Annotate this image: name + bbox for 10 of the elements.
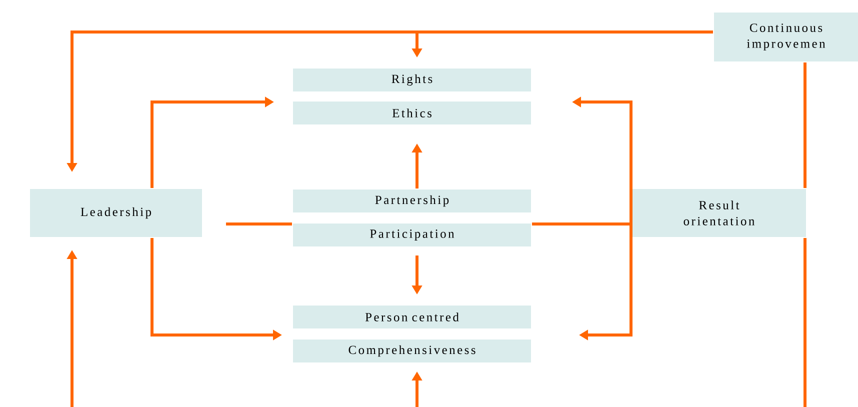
concept-box: Ethics — [292, 100, 532, 126]
concept-box: Partnership — [292, 188, 532, 214]
concept-box: Continuous improvemen — [713, 12, 858, 62]
concept-box: Result orientation — [631, 188, 807, 238]
concept-box: Comprehensiveness — [292, 338, 532, 364]
concept-box: Rights — [292, 68, 532, 92]
concept-box: Leadership — [29, 188, 203, 238]
concept-box: Person centred — [292, 304, 532, 330]
arrow — [804, 61, 806, 407]
concept-box: Participation — [292, 222, 532, 248]
